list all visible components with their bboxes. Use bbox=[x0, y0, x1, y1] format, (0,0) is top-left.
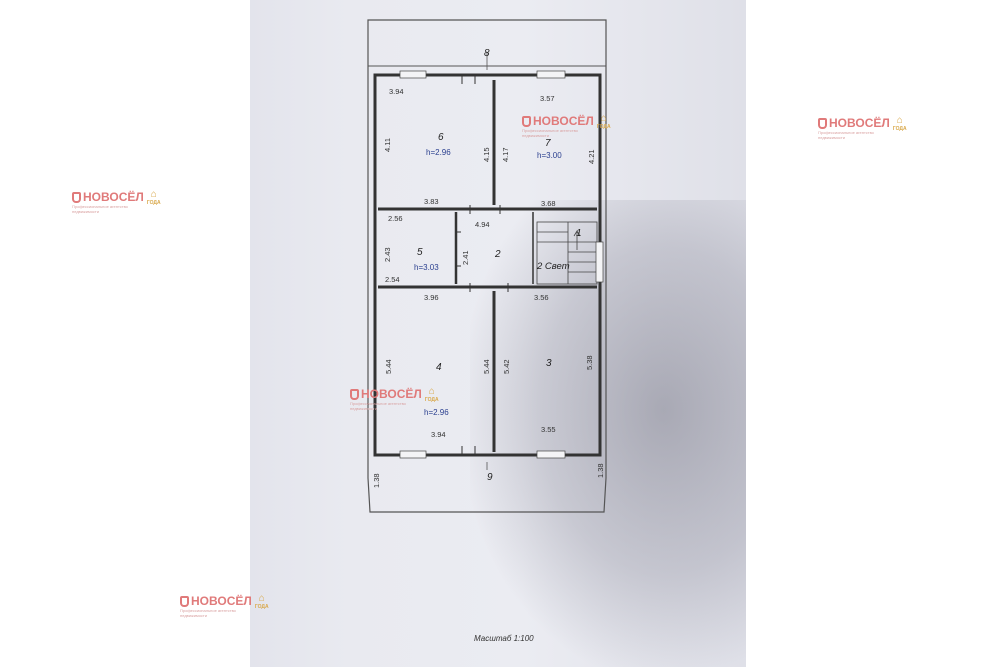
dim-r7-top: 3.57 bbox=[540, 94, 555, 103]
novosel-logo-icon bbox=[72, 191, 81, 203]
balcony-9-number: 9 bbox=[487, 472, 493, 483]
watermark-subtitle: Профессиональное агентство недвижимости bbox=[180, 608, 236, 618]
watermark-subtitle: Профессиональное агентство недвижимости bbox=[350, 401, 406, 411]
watermark-bottom: НОВОСЁЛ Профессиональное агентство недви… bbox=[180, 594, 269, 618]
watermark-badge: ГОДА bbox=[254, 604, 269, 610]
watermark-center: НОВОСЁЛ Профессиональное агентство недви… bbox=[350, 387, 439, 411]
dim-b9-right: 1.38 bbox=[596, 463, 605, 478]
dim-r5-top: 2.56 bbox=[388, 214, 403, 223]
watermark-badge: ГОДА bbox=[424, 397, 439, 403]
dim-r4-bottom: 3.94 bbox=[431, 430, 446, 439]
dim-r6-bottom: 3.83 bbox=[424, 197, 439, 206]
house-icon: ⌂ bbox=[150, 189, 157, 200]
watermark-brand: НОВОСЁЛ bbox=[361, 387, 422, 401]
stairs bbox=[536, 221, 598, 285]
novosel-logo-icon bbox=[350, 388, 359, 400]
novosel-logo-icon bbox=[818, 117, 827, 129]
room-4-number: 4 bbox=[436, 362, 442, 373]
dim-r4-right: 5.44 bbox=[482, 359, 491, 374]
dim-r3-left: 5.42 bbox=[502, 359, 511, 374]
novosel-logo-icon bbox=[180, 595, 189, 607]
room-2-number: 2 bbox=[494, 249, 501, 260]
room-7-height: h=3.00 bbox=[537, 151, 562, 160]
watermark-badge: ГОДА bbox=[892, 126, 907, 132]
watermark-brand: НОВОСЁЛ bbox=[83, 190, 144, 204]
dim-r5-bottom: 2.54 bbox=[385, 275, 400, 284]
room-6-height: h=2.96 bbox=[426, 148, 451, 157]
dim-r5-left: 2.43 bbox=[383, 247, 392, 262]
room-6-number: 6 bbox=[438, 132, 444, 143]
watermark-left: НОВОСЁЛ Профессиональное агентство недви… bbox=[72, 190, 161, 214]
dim-r2-left: 2.41 bbox=[461, 250, 470, 265]
dim-r3-right: 5.38 bbox=[585, 355, 594, 370]
dim-r2-top: 4.94 bbox=[475, 220, 490, 229]
house-icon: ⌂ bbox=[428, 386, 435, 397]
doors bbox=[457, 74, 509, 456]
watermark-brand: НОВОСЁЛ bbox=[829, 116, 890, 130]
plan-outline bbox=[367, 19, 607, 513]
dim-r6-right: 4.15 bbox=[482, 147, 491, 162]
dim-b9-left: 1.38 bbox=[372, 473, 381, 488]
novosel-logo-icon bbox=[522, 115, 531, 127]
room-5-height: h=3.03 bbox=[414, 263, 439, 272]
dim-r4-top: 3.96 bbox=[424, 293, 439, 302]
dim-r6-top: 3.94 bbox=[389, 87, 404, 96]
house-icon: ⌂ bbox=[896, 115, 903, 126]
phone-shadow bbox=[470, 200, 746, 667]
room-1-number: 1 bbox=[576, 228, 582, 239]
watermark-subtitle: Профессиональное агентство недвижимости bbox=[818, 130, 874, 140]
room-5-number: 5 bbox=[417, 247, 423, 258]
dim-r7-right: 4.21 bbox=[587, 149, 596, 164]
house-icon: ⌂ bbox=[258, 593, 265, 604]
watermark-center-top: НОВОСЁЛ Профессиональное агентство недви… bbox=[522, 114, 611, 138]
house-icon: ⌂ bbox=[600, 113, 607, 124]
dim-r4-left: 5.44 bbox=[384, 359, 393, 374]
balcony-8-number: 8 bbox=[484, 48, 490, 59]
watermark-badge: ГОДА bbox=[596, 124, 611, 130]
dim-r3-top: 3.56 bbox=[534, 293, 549, 302]
scale-label: Масштаб 1:100 bbox=[474, 634, 534, 643]
windows bbox=[399, 70, 604, 459]
room-7-number: 7 bbox=[545, 138, 551, 149]
room-4-height: h=2.96 bbox=[424, 408, 449, 417]
dim-r6-left: 4.11 bbox=[383, 138, 392, 152]
second-light-label: 2 Свет bbox=[536, 261, 570, 272]
watermark-subtitle: Профессиональное агентство недвижимости bbox=[72, 204, 128, 214]
watermark-brand: НОВОСЁЛ bbox=[533, 114, 594, 128]
watermark-brand: НОВОСЁЛ bbox=[191, 594, 252, 608]
watermark-right: НОВОСЁЛ Профессиональное агентство недви… bbox=[818, 116, 907, 140]
dim-r7-bottom: 3.68 bbox=[541, 199, 556, 208]
dim-r7-left: 4.17 bbox=[501, 147, 510, 162]
watermark-badge: ГОДА bbox=[146, 200, 161, 206]
dim-r3-bottom: 3.55 bbox=[541, 425, 556, 434]
watermark-subtitle: Профессиональное агентство недвижимости bbox=[522, 128, 578, 138]
room-3-number: 3 bbox=[546, 358, 552, 369]
